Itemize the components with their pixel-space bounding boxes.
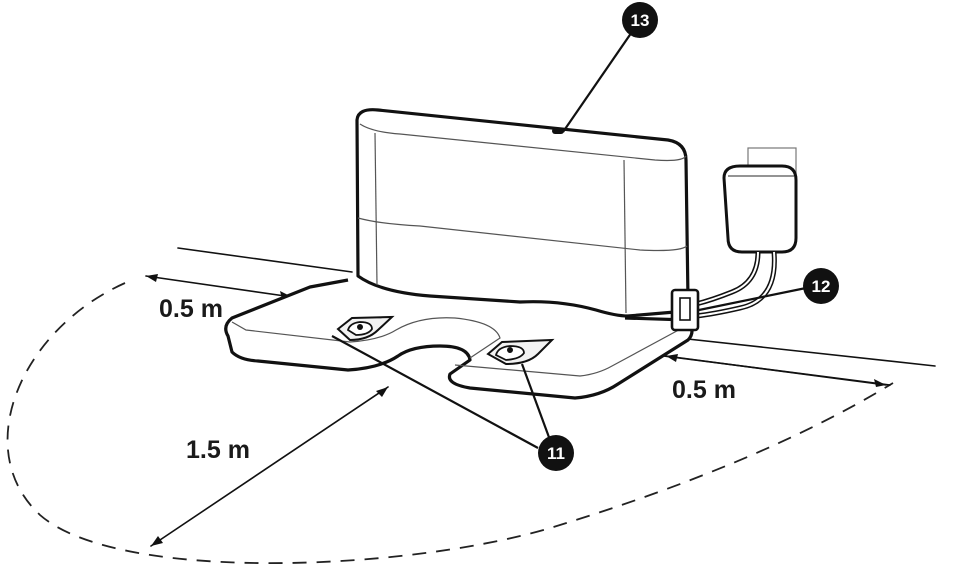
- dimension-arrows: [145, 274, 887, 547]
- distance-label-right: 0.5 m: [672, 376, 736, 404]
- charging-contacts: [336, 315, 555, 366]
- dock-tower: [355, 108, 690, 318]
- svg-text:12: 12: [812, 277, 831, 296]
- callout-11: 11: [538, 435, 574, 471]
- distance-label-front: 1.5 m: [186, 436, 250, 464]
- callout-leaders: [331, 25, 807, 449]
- svg-text:13: 13: [631, 11, 650, 30]
- contact-right: [486, 338, 555, 366]
- power-supply: [670, 147, 798, 332]
- clearance-zone-arc: [6, 282, 894, 565]
- distance-label-left: 0.5 m: [159, 295, 223, 323]
- callout-12: 12: [803, 268, 839, 304]
- svg-text:11: 11: [547, 444, 565, 463]
- callout-13: 13: [622, 2, 658, 38]
- contact-left: [336, 315, 395, 342]
- base-plate: [224, 278, 694, 400]
